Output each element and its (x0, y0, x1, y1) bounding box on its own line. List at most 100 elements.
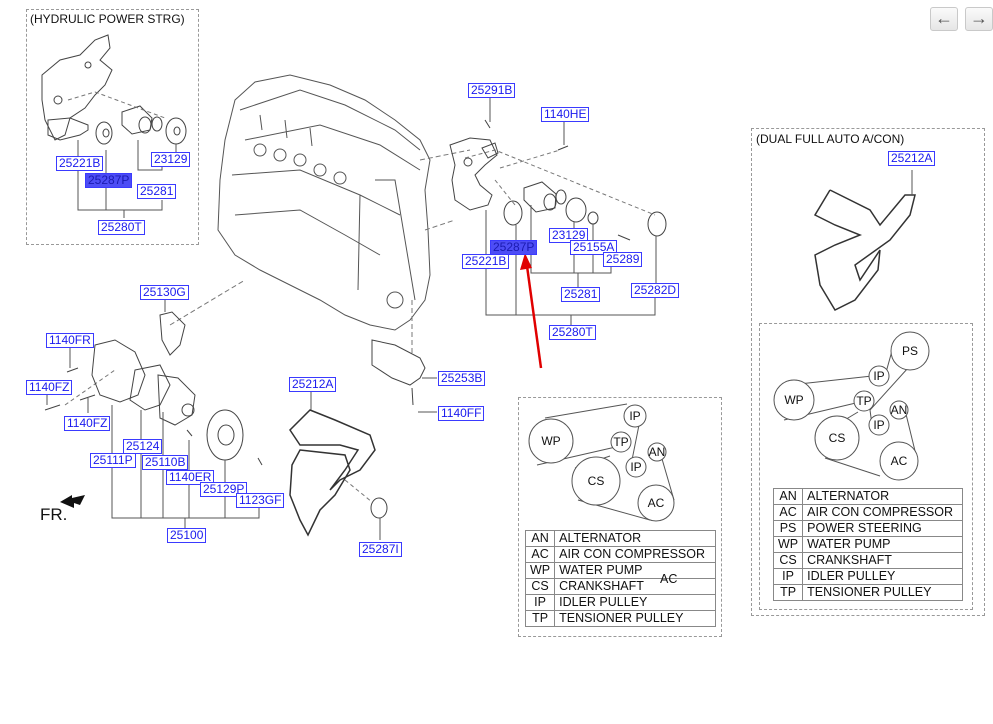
part-label-23129[interactable]: 23129 (151, 152, 191, 167)
legend-code: CS (524, 578, 556, 595)
pulley-label: CS (829, 431, 846, 445)
pulley-ip-lower (625, 456, 647, 478)
pulley-label: IP (630, 460, 641, 474)
part-label-25287p-selected[interactable]: 25287P (85, 173, 133, 188)
pulley-23129-drawing (565, 197, 587, 223)
bolt-25291b-drawing (484, 119, 491, 129)
forward-button[interactable]: → (965, 7, 993, 31)
gasket-25130g-drawing (159, 311, 186, 356)
part-label-25289[interactable]: 25289 (603, 252, 643, 267)
tensioner-pulley-drawing (523, 181, 567, 213)
part-label-25110b[interactable]: 25110B (142, 455, 189, 470)
part-label-1140ff[interactable]: 1140FF (438, 406, 485, 421)
part-label-1140fr[interactable]: 1140FR (46, 333, 94, 348)
group-title: (HYDRULIC POWER STRG) (30, 12, 185, 26)
part-label-1140fz[interactable]: 1140FZ (64, 416, 111, 431)
part-label-25281[interactable]: 25281 (561, 287, 601, 302)
pulley-wp (773, 379, 815, 421)
pulley-label: AC (648, 496, 665, 510)
part-label-25221b[interactable]: 25221B (56, 156, 104, 171)
legend-name: WATER PUMP (802, 536, 963, 553)
front-arrow-icon (60, 495, 85, 508)
legend-name: IDLER PULLEY (802, 568, 963, 585)
part-label-25212a[interactable]: 25212A (289, 377, 337, 392)
legend-code: WP (524, 562, 556, 579)
pulley-wp (528, 418, 574, 464)
part-label-25287i[interactable]: 25287I (359, 542, 402, 557)
legend-name: AIR CON COMPRESSOR (554, 546, 716, 563)
part-label-25129p[interactable]: 25129P (200, 482, 248, 497)
pulley-ac (879, 441, 919, 481)
part-label-1140fz[interactable]: 1140FZ (26, 380, 73, 395)
bolt-1140fz-a-drawing (44, 404, 61, 411)
part-label-25282d[interactable]: 25282D (631, 283, 680, 298)
part-label-1140he[interactable]: 1140HE (541, 107, 590, 122)
part-label-25130g[interactable]: 25130G (140, 285, 189, 300)
pulley-ps (890, 331, 930, 371)
bolt-1140er-drawing (186, 429, 193, 437)
belt-dual-acon-drawing (813, 189, 916, 311)
hps-bracket-drawing (41, 34, 113, 141)
belt-routing-diagram-2: PS IP WP TP AN IP CS AC (773, 331, 930, 481)
engine-block-drawing (217, 74, 431, 331)
part-label-25124[interactable]: 25124 (123, 439, 163, 454)
part-label-23129[interactable]: 23129 (549, 228, 589, 243)
part-label-25100[interactable]: 25100 (167, 528, 207, 543)
part-label-25253b[interactable]: 25253B (438, 371, 486, 386)
part-label-25287p-selected[interactable]: 25287P (490, 240, 538, 255)
idler-pulley-drawing (503, 200, 523, 226)
hps-idler-pulley-drawing (95, 121, 113, 145)
pulley-label: TP (613, 435, 628, 449)
pulley-label: CS (588, 474, 605, 488)
pulley-label: PS (902, 344, 918, 358)
part-label-25280t[interactable]: 25280T (549, 325, 596, 340)
group-title: (DUAL FULL AUTO A/CON) (756, 132, 905, 146)
part-label-1123gf[interactable]: 1123GF (236, 493, 285, 508)
belt-25212a-drawing (289, 409, 376, 537)
bolt-1140fr-drawing (66, 367, 79, 373)
stray-ac-text: AC (660, 572, 678, 586)
bolt-1140ff-drawing (411, 387, 414, 406)
pulley-label: AN (891, 403, 908, 417)
belt-routing-frame-2 (759, 323, 973, 610)
part-label-25280t[interactable]: 25280T (98, 220, 145, 235)
pulley-cs (571, 456, 621, 506)
pulley-an (647, 442, 667, 462)
pulley-ip-top (868, 365, 890, 387)
legend-name: IDLER PULLEY (554, 594, 716, 611)
part-label-25291b[interactable]: 25291B (468, 83, 516, 98)
pulley-label: IP (873, 369, 884, 383)
pulley-label: TP (856, 394, 871, 408)
belt-routing-frame-1 (518, 397, 722, 637)
legend-name: ALTERNATOR (554, 530, 716, 547)
part-label-25212a[interactable]: 25212A (888, 151, 936, 166)
water-pump-pulley-drawing (206, 409, 244, 461)
legend-code: AC (524, 546, 556, 563)
water-pump-drawing (91, 339, 196, 426)
part-label-1140er[interactable]: 1140ER (166, 470, 215, 485)
belt-routing-diagram-1: WP IP TP IP AN CS AC (528, 403, 675, 522)
pulley-tp (610, 431, 632, 453)
pulley-label: WP (784, 393, 803, 407)
pulley-label: IP (873, 418, 884, 432)
part-label-25111p[interactable]: 25111P (90, 453, 136, 468)
part-label-25221b[interactable]: 25221B (462, 254, 510, 269)
group-hydraulic-power-steering (26, 9, 199, 245)
legend-name: WATER PUMP (554, 562, 716, 579)
part-label-25281[interactable]: 25281 (137, 184, 177, 199)
pulley-25282d-drawing (647, 211, 667, 237)
bolt-1140fz-b-drawing (79, 394, 96, 401)
pulley-ac (637, 484, 675, 522)
back-button[interactable]: ← (930, 7, 958, 31)
part-label-25155a[interactable]: 25155A (570, 240, 618, 255)
